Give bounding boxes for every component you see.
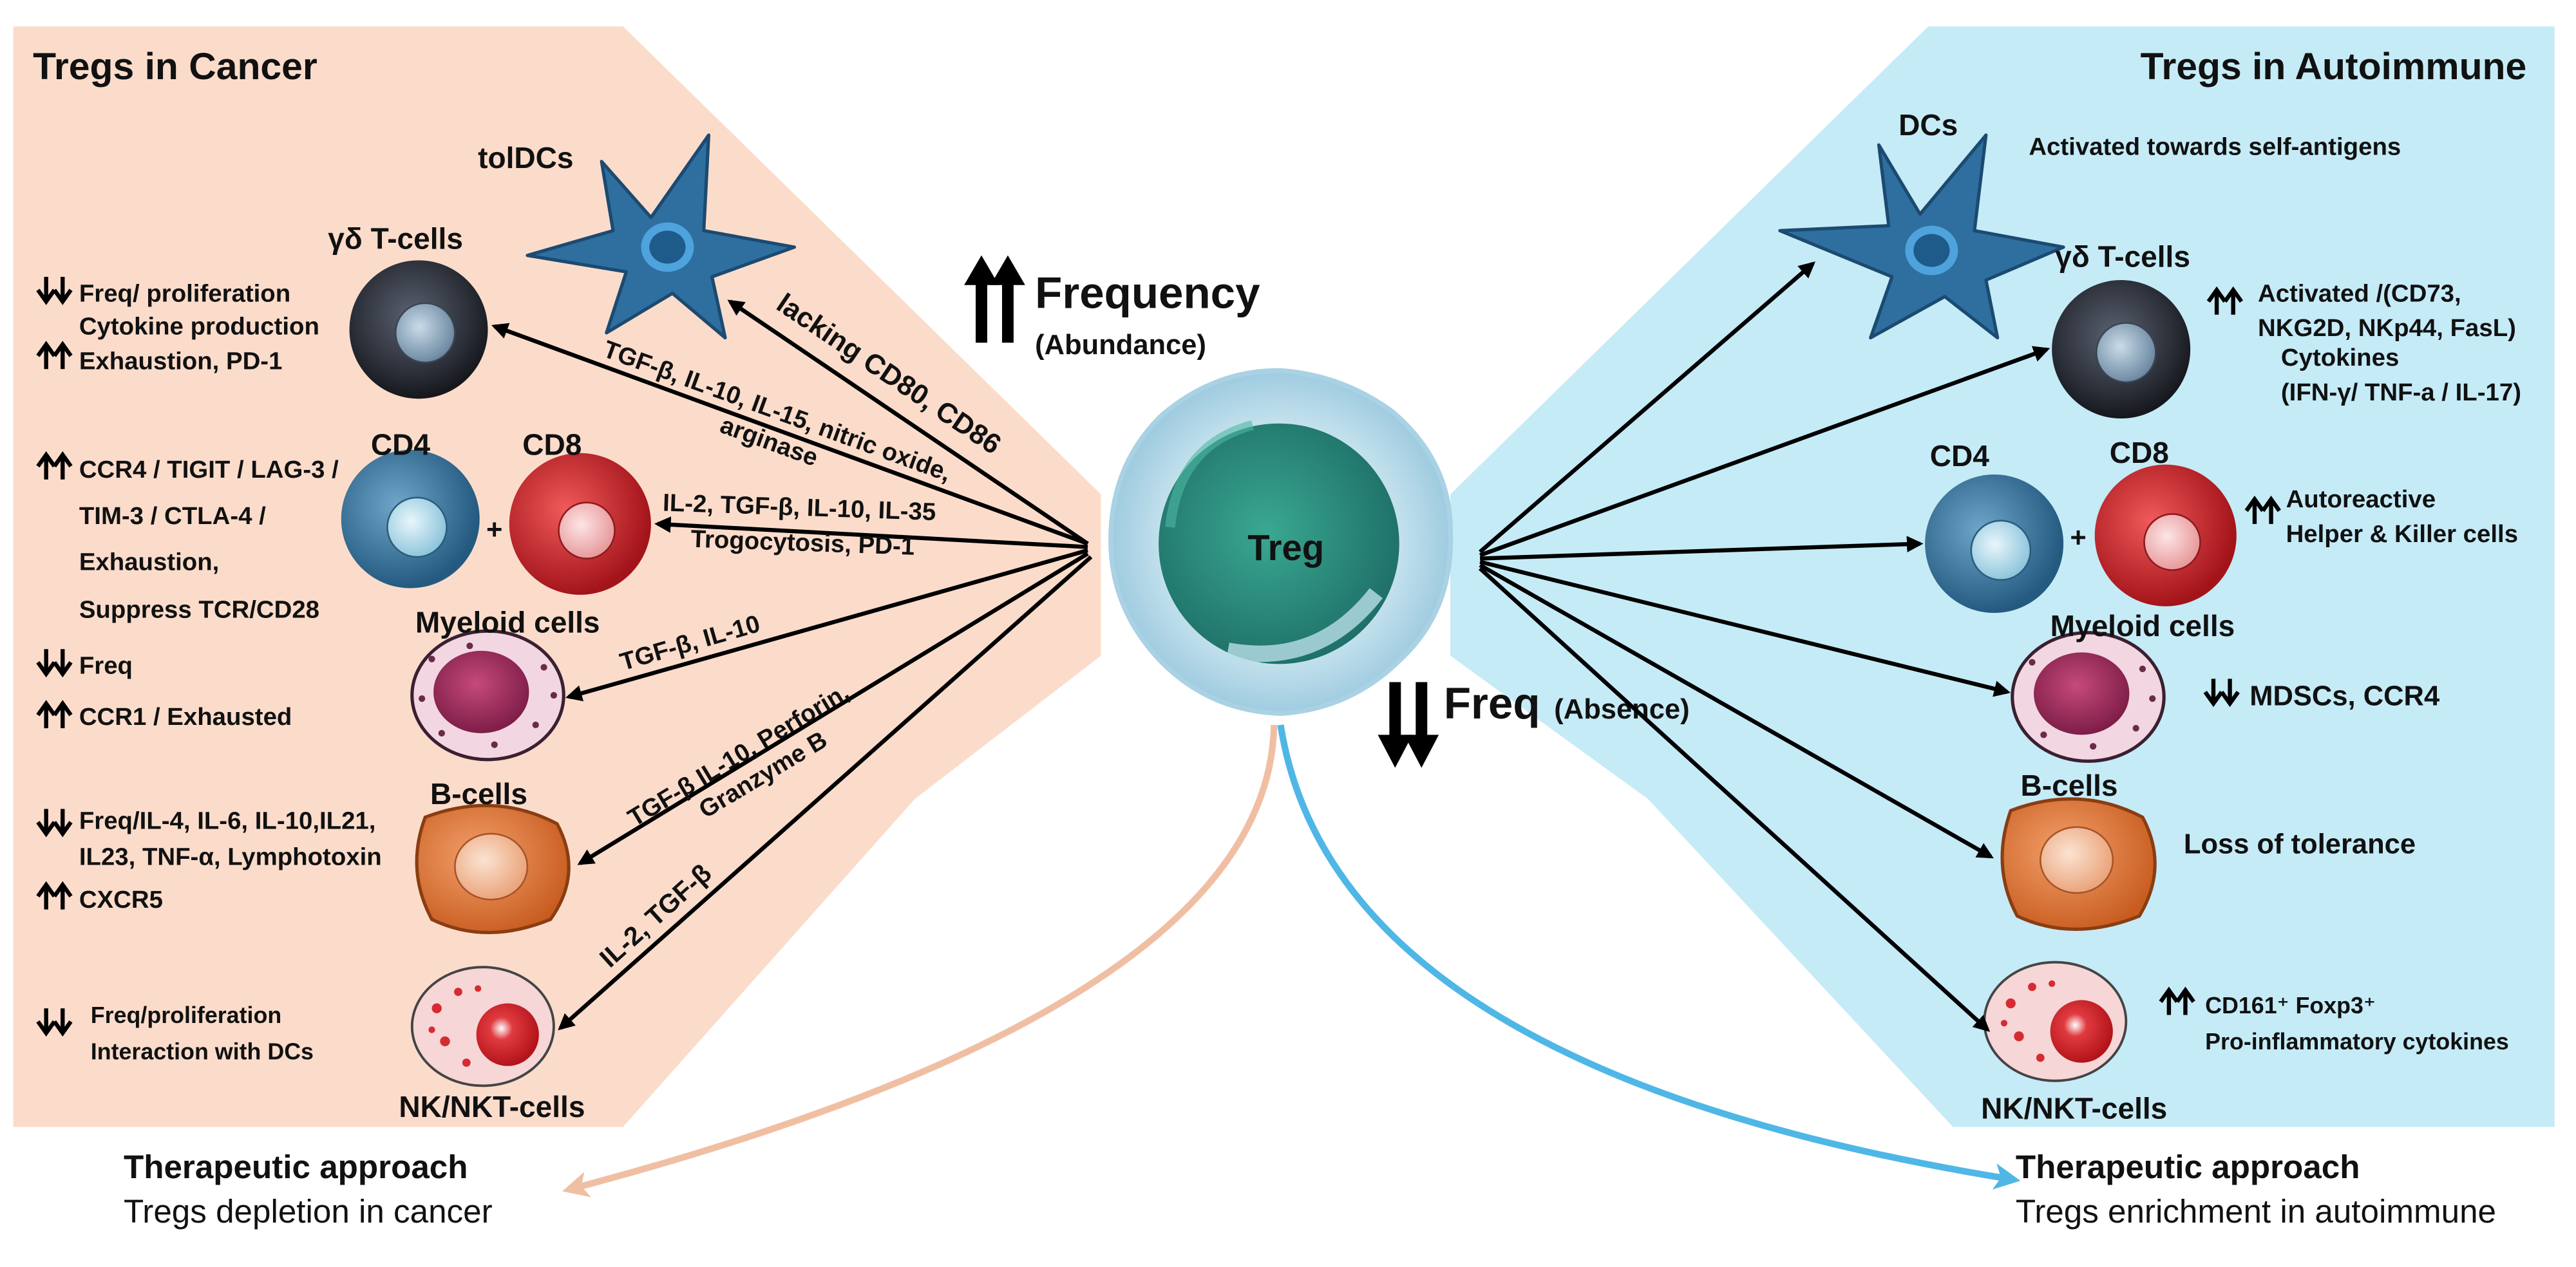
autoimmune-panel-title: Tregs in Autoimmune: [2141, 46, 2527, 88]
frequency-label: Frequency: [1035, 268, 1260, 318]
bcell-right-icon: [2000, 797, 2157, 931]
nk-effect-1: Freq/proliferation: [91, 1002, 281, 1028]
plus-right: +: [2070, 523, 2086, 554]
gd-effect-right-3: Cytokines: [2281, 344, 2399, 371]
nk-cell-left-icon: [410, 966, 555, 1087]
plus-left: +: [486, 514, 502, 545]
gd-tcell-left-icon: [349, 260, 488, 399]
double-up-arrow-icon: [964, 255, 1025, 343]
bcell-effect-3: CXCR5: [79, 886, 163, 914]
arrow-to-nk-left: [558, 555, 1093, 1031]
myeloid-effect-1: Freq: [79, 652, 133, 680]
toldc-cell-icon: [526, 133, 797, 340]
arrow-to-bcell-right: [1479, 563, 1994, 859]
cd8-right-label: CD8: [2110, 436, 2169, 469]
arrow-to-bcell-left: [577, 552, 1089, 865]
arrow-to-myeloid-left: [565, 548, 1088, 702]
myeloid-left-label: Myeloid cells: [415, 606, 600, 639]
bcell-effect-2: IL23, TNF-α, Lymphotoxin: [79, 843, 382, 871]
nk-cell-right-icon: [1983, 961, 2128, 1082]
cd4-cell-right-icon: [1925, 474, 2064, 614]
therapy-right-title: Therapeutic approach: [2016, 1149, 2360, 1185]
treg-label: Treg: [1247, 527, 1324, 568]
cd-effect-right-1: Autoreactive: [2286, 485, 2436, 513]
arrow-to-cd4-right: [1480, 536, 1924, 561]
cd4-right-label: CD4: [1930, 439, 1990, 473]
gd-effect-right-4: (IFN-γ/ TNF-a / IL-17): [2281, 379, 2521, 406]
arrow-to-dc-right: [1479, 261, 1815, 554]
bcell-effect-1: Freq/IL-4, IL-6, IL-10,IL21,: [79, 807, 376, 834]
cd4-left-label: CD4: [371, 427, 431, 461]
therapy-arrow-left: [562, 724, 1278, 1197]
bcell-left-icon: [415, 803, 571, 935]
cd-effect-2: TIM-3 / CTLA-4 /: [79, 502, 266, 530]
double-down-arrow-icon: [1378, 682, 1439, 768]
cd-effect-3: Exhaustion,: [79, 548, 219, 576]
cancer-panel-title: Tregs in Cancer: [33, 46, 317, 88]
nk-effect-right-1: CD161⁺ Foxp3⁺: [2205, 993, 2376, 1018]
nk-effect-right-2: Pro-inflammatory cytokines: [2205, 1029, 2509, 1055]
cd-effect-4: Suppress TCR/CD28: [79, 596, 319, 624]
bcells-left-label: B-cells: [430, 777, 527, 811]
therapy-arrow-right: [1277, 724, 2021, 1190]
gd-effect-3: Exhaustion, PD-1: [79, 347, 283, 375]
therapy-right-text: Tregs enrichment in autoimmune: [2016, 1193, 2496, 1230]
cd8-cell-right-icon: [2094, 464, 2237, 606]
gd-effect-2: Cytokine production: [79, 313, 319, 341]
freq-label: Freq: [1444, 678, 1540, 728]
toldcs-label: tolDCs: [478, 141, 573, 174]
arrow-to-gd-right: [1479, 346, 2050, 558]
myeloid-effect-right: MDSCs, CCR4: [2249, 680, 2439, 711]
nk-right-label: NK/NKT-cells: [1981, 1092, 2167, 1125]
arrow-to-nk-right: [1478, 567, 1991, 1032]
myeloid-cell-left-icon: [410, 629, 565, 762]
nk-effect-2: Interaction with DCs: [91, 1039, 314, 1065]
myeloid-cell-right-icon: [2011, 631, 2166, 763]
myeloid-effect-2: CCR1 / Exhausted: [79, 703, 292, 731]
nk-left-label: NK/NKT-cells: [399, 1090, 585, 1123]
abundance-label: (Abundance): [1035, 330, 1206, 361]
cd8-left-label: CD8: [522, 427, 582, 461]
arrow-to-toldc: [727, 299, 1089, 546]
cd4-cell-left-icon: [341, 449, 480, 588]
arrows-up-icon: [36, 276, 73, 1037]
dc-effect-right: Activated towards self-antigens: [2029, 133, 2401, 161]
gd-tcells-left-label: γδ T-cells: [328, 221, 463, 255]
gd-effect-right-1: Activated /(CD73,: [2258, 279, 2461, 307]
therapy-left-title: Therapeutic approach: [124, 1149, 468, 1185]
arrows-right-icon: [2159, 286, 2281, 1015]
arrow-to-myeloid-right: [1479, 559, 2011, 697]
gd-effect-1: Freq/ proliferation: [79, 279, 290, 307]
dcs-label: DCs: [1899, 108, 1958, 142]
cancer-arrows: [491, 299, 1093, 1031]
gd-effect-right-2: NKG2D, NKp44, FasL): [2258, 314, 2516, 342]
treg-cell-icon: [1108, 368, 1454, 716]
cd8-cell-left-icon: [509, 453, 651, 595]
cd-effect-1: CCR4 / TIGIT / LAG-3 /: [79, 456, 339, 483]
bcells-right-label: B-cells: [2021, 769, 2118, 802]
autoimmune-arrows: [1478, 261, 2050, 1032]
gd-tcell-right-icon: [2052, 280, 2191, 419]
arrow-to-gd-left: [491, 323, 1089, 546]
therapy-left-text: Tregs depletion in cancer: [124, 1193, 493, 1230]
dc-cell-right-icon: [1778, 133, 2065, 340]
bcell-effect-right: Loss of tolerance: [2184, 829, 2416, 860]
myeloid-right-label: Myeloid cells: [2050, 609, 2235, 643]
gd-tcells-right-label: γδ T-cells: [2055, 240, 2190, 274]
arrow-to-cd8-left: [654, 516, 1088, 549]
cd-effect-right-2: Helper & Killer cells: [2286, 520, 2518, 548]
